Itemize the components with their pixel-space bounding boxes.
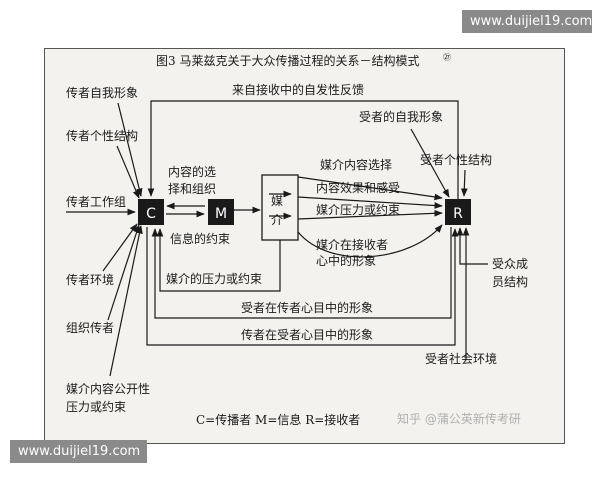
watermark-top: www.duijiel19.com (462, 10, 592, 33)
receiver-image-label-1: 媒介在接收者 (316, 237, 388, 252)
environment-arrow (102, 223, 138, 272)
sender-personality-label: 传者个性结构 (66, 128, 138, 143)
pressure-label: 媒介压力或约束 (316, 202, 400, 217)
personality-arrow (116, 145, 140, 199)
feedback-label: 来自接收中的自发性反馈 (232, 82, 364, 97)
receiver-personality-arrow (460, 169, 468, 197)
public-pressure-label-1: 媒介内容公开性 (66, 381, 150, 396)
organization-arrow (107, 224, 140, 321)
node-c-box (138, 199, 164, 225)
effect-label: 内容效果和感受 (316, 180, 400, 195)
node-c-label: C (146, 206, 156, 222)
node-r-box (445, 199, 471, 225)
node-r-label: R (453, 206, 463, 222)
pressure-arrow (297, 209, 443, 220)
feedback-loop-arrow (147, 100, 459, 199)
figure-frame (44, 48, 565, 444)
selection-label-1: 内容的选 (168, 164, 216, 179)
organization-sender-label: 组织传者 (66, 320, 114, 335)
footnote-mark: ㉗ (443, 53, 451, 62)
figure-title: 图3 马莱兹克关于大众传播过程的关系－结构模式 (156, 53, 419, 68)
sender-environment-label: 传者环境 (66, 272, 114, 287)
node-m-label: M (215, 206, 227, 222)
receiver-self-image-label: 受者的自我形象 (359, 109, 443, 124)
receiver-in-sender-arrow (151, 227, 452, 319)
self-image-arrow (117, 102, 143, 197)
info-constraint-label: 信息的约束 (170, 231, 230, 246)
receiver-image-label-2: 心中的形象 (316, 253, 376, 268)
medium-pressure-label: 媒介的压力或约束 (166, 271, 262, 286)
audience-group-arrow (456, 227, 488, 265)
effect-arrow (297, 196, 443, 209)
sender-in-receiver-label: 传者在受者心目中的形象 (241, 327, 373, 342)
sender-self-image-label: 传者自我形象 (66, 85, 138, 100)
credit-watermark: 知乎 @蒲公英新传考研 (397, 411, 521, 426)
receiver-social-env-label: 受者社会环境 (425, 351, 497, 366)
node-m-box (208, 199, 234, 225)
receiver-in-sender-label: 受者在传者心目中的形象 (241, 300, 373, 315)
sender-in-receiver-arrow (146, 227, 459, 346)
receiver-personality-label: 受者个性结构 (420, 152, 492, 167)
sender-work-group-label: 传者工作组 (66, 194, 126, 209)
medium-pressure-arrow (156, 228, 281, 292)
content-choice-arrow (297, 176, 443, 201)
public-pressure-label-2: 压力或约束 (66, 399, 126, 414)
audience-group-label-1: 受众成 (492, 257, 528, 271)
receiver-self-image-arrow (410, 128, 450, 198)
medium-label-1: 媒 (271, 194, 283, 208)
legend: C=传播者 M=信息 R=接收者 (196, 412, 360, 427)
audience-group-label-2: 员结构 (492, 274, 528, 289)
selection-label-2: 择和组织 (168, 182, 216, 196)
medium-label-2: 介 (271, 213, 283, 227)
receiver-image-arrow (297, 224, 443, 258)
public-pressure-arrow (109, 225, 143, 377)
watermark-bottom: www.duijiel19.com (10, 440, 147, 463)
content-choice-label: 媒介内容选择 (320, 157, 392, 172)
